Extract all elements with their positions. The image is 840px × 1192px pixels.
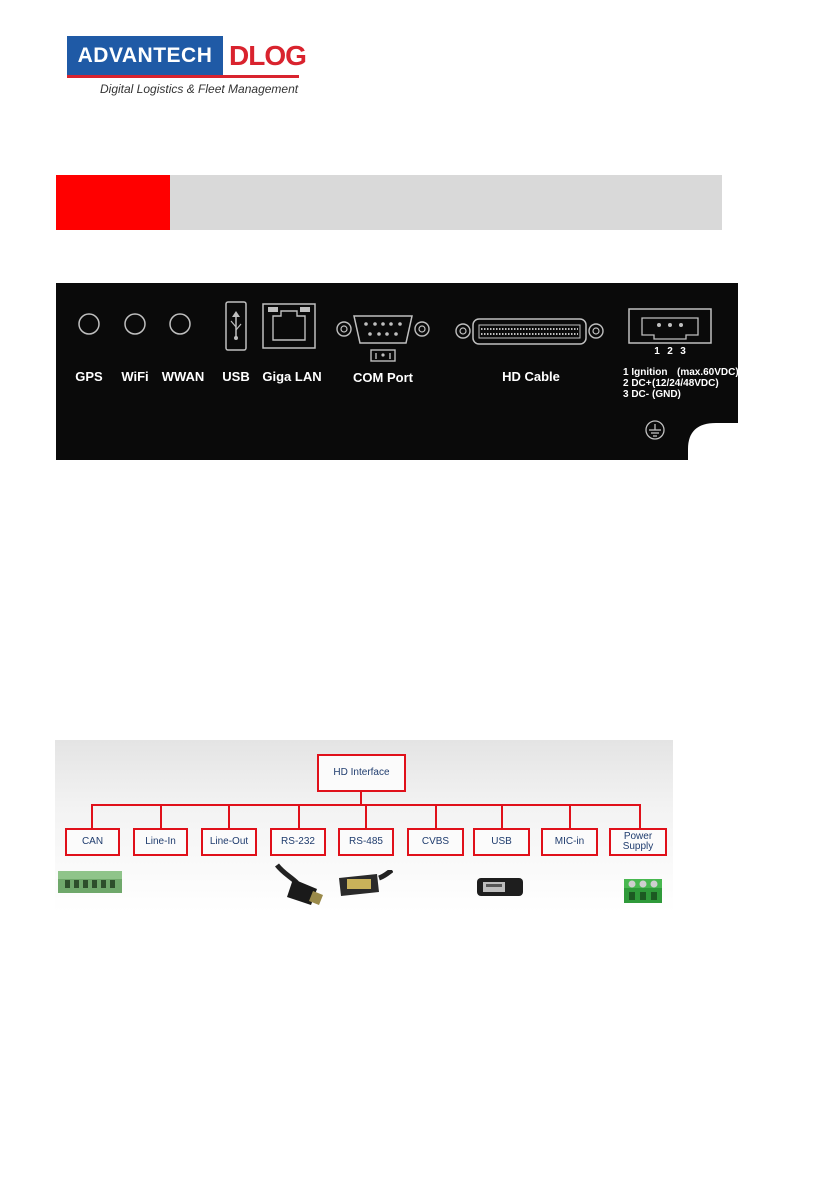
pin-number: 3 bbox=[680, 346, 686, 357]
dlog-logo: DLOG bbox=[229, 36, 306, 76]
wwan-label: WWAN bbox=[162, 369, 205, 384]
connector-line bbox=[639, 804, 641, 829]
gps-label: GPS bbox=[75, 369, 103, 384]
line-out-box: Line-Out bbox=[201, 828, 257, 856]
hd-interface-box: HD Interface bbox=[317, 754, 406, 792]
connector-line bbox=[569, 804, 571, 829]
can-terminal-block-icon bbox=[57, 867, 123, 897]
logo-rule bbox=[67, 75, 299, 78]
usb-label: USB bbox=[222, 369, 249, 384]
advantech-logo: ADVANTECH bbox=[67, 36, 223, 76]
power-terminal-block-icon bbox=[623, 873, 663, 905]
hd-cable-label: HD Cable bbox=[502, 369, 560, 384]
mic-in-box: MIC-in bbox=[541, 828, 598, 856]
line-in-box: Line-In bbox=[133, 828, 188, 856]
power-supply-box: Power Supply bbox=[609, 828, 667, 856]
wifi-label: WiFi bbox=[121, 369, 148, 384]
hd-interface-diagram: HD Interface CAN Line-In Line-Out RS-232… bbox=[55, 740, 673, 912]
pinout-spec: (12/24/48VDC) bbox=[652, 378, 719, 389]
rs-232-cable-icon bbox=[273, 863, 325, 908]
connector-line bbox=[435, 804, 437, 829]
pinout-spec: (max.60VDC) bbox=[677, 367, 738, 378]
connector-line bbox=[91, 804, 93, 829]
usb-connector-icon bbox=[475, 874, 525, 900]
pinout-pin: 1 Ignition bbox=[623, 367, 667, 378]
giga-lan-label: Giga LAN bbox=[262, 369, 321, 384]
connector-line bbox=[365, 804, 367, 829]
pinout-pin: 2 DC+ bbox=[623, 378, 652, 389]
rear-io-panel: GPS WiFi WWAN USB Giga LAN COM Port HD C… bbox=[56, 283, 738, 460]
connector-line bbox=[501, 804, 503, 829]
pin-number: 2 bbox=[667, 346, 673, 357]
cvbs-box: CVBS bbox=[407, 828, 464, 856]
section-title-bar bbox=[170, 175, 722, 230]
section-marker bbox=[56, 175, 170, 230]
connector-line bbox=[228, 804, 230, 829]
connector-line bbox=[160, 804, 162, 829]
pinout-pin: 3 DC- bbox=[623, 389, 649, 400]
usb-box: USB bbox=[473, 828, 530, 856]
com-port-label: COM Port bbox=[353, 370, 414, 385]
rs-485-box: RS-485 bbox=[338, 828, 394, 856]
power-supply-label-line2: Supply bbox=[623, 842, 654, 852]
logo-tagline: Digital Logistics & Fleet Management bbox=[100, 82, 298, 96]
pin-number: 1 bbox=[654, 346, 660, 357]
can-box: CAN bbox=[65, 828, 120, 856]
rear-io-panel-drawing: GPS WiFi WWAN USB Giga LAN COM Port HD C… bbox=[56, 283, 738, 460]
rs-485-connector-icon bbox=[337, 870, 393, 898]
connector-line bbox=[298, 804, 300, 829]
rs-232-box: RS-232 bbox=[270, 828, 326, 856]
pinout-spec: (GND) bbox=[652, 389, 681, 400]
